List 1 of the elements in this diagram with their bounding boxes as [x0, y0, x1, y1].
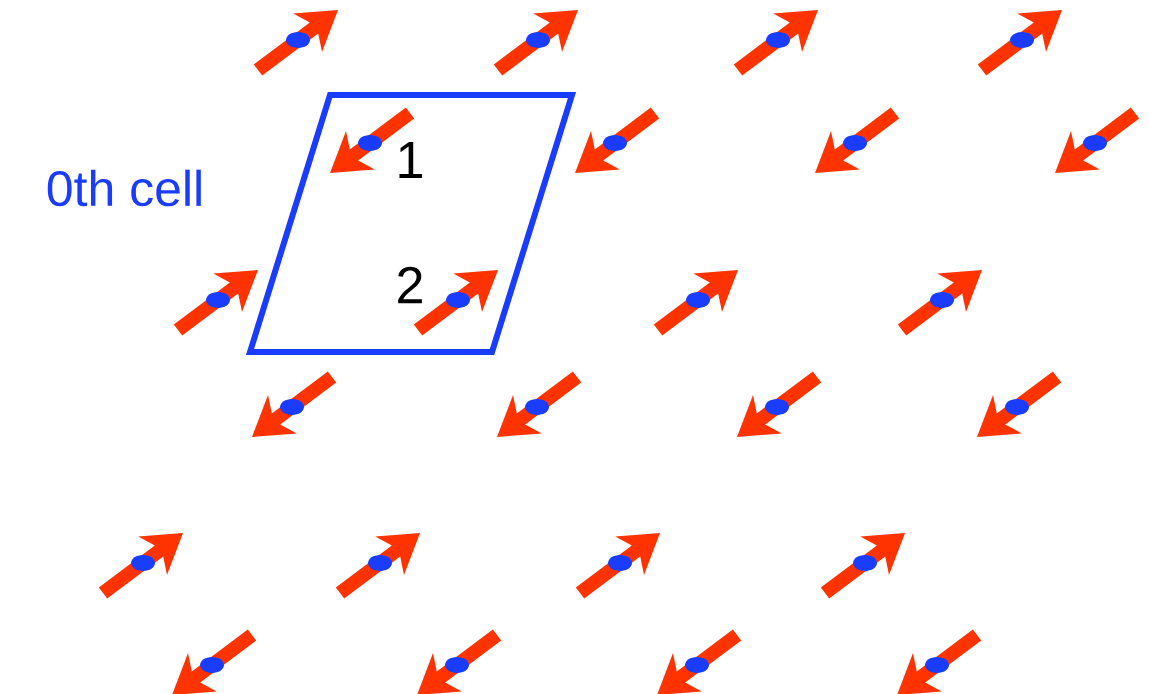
cell-label: 0th cell	[47, 169, 201, 207]
